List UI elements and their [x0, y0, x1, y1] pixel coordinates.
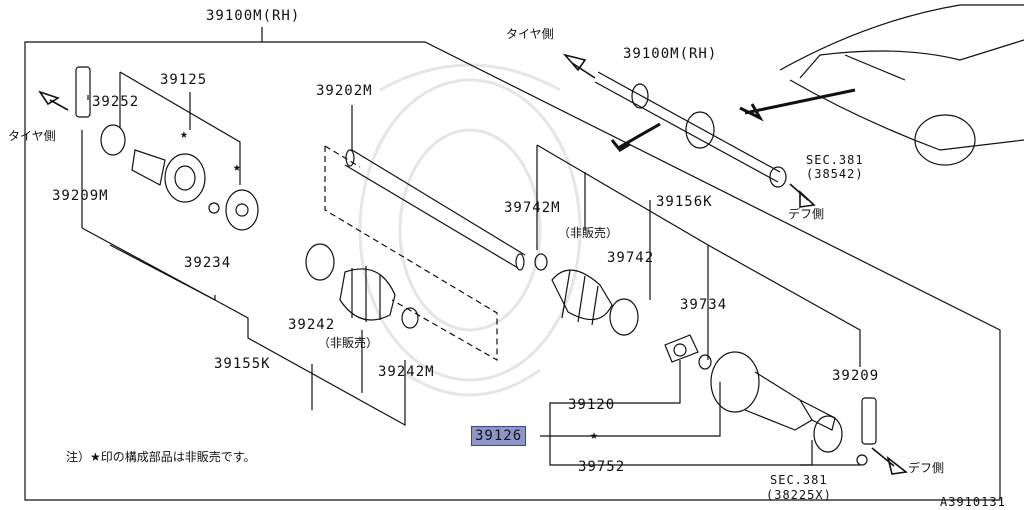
label-39120[interactable]: 39120 [568, 397, 616, 413]
label-tire-side-top: タイヤ側 [506, 27, 554, 41]
label-39742[interactable]: 39742 [607, 250, 655, 266]
inset-axle [594, 71, 787, 188]
star-marker-outer: ★ [180, 127, 189, 142]
footnote: 注）★印の構成部品は非販売です。 [66, 450, 256, 464]
label-not-sold-left: （非販売） [318, 336, 379, 350]
label-39155K[interactable]: 39155K [214, 356, 271, 372]
label-39252[interactable]: 39252 [92, 94, 140, 110]
label-not-sold-right: （非販売） [558, 226, 619, 240]
label-sec381-b-ref: (38225X) [766, 488, 832, 502]
label-39242M[interactable]: 39242M [378, 364, 435, 380]
label-39125[interactable]: 39125 [160, 72, 208, 88]
label-39126-highlighted[interactable]: 39126 [471, 426, 527, 446]
label-39202M[interactable]: 39202M [316, 83, 373, 99]
boot-band-39242 [305, 243, 335, 281]
seal-ring [813, 415, 843, 453]
clip-39742M [534, 253, 548, 271]
boot-band-39252 [100, 124, 126, 156]
car-sketch [779, 4, 1024, 166]
label-inset-assembly[interactable]: 39100M(RH) [623, 46, 718, 62]
label-sec381-b[interactable]: SEC.381 [770, 473, 828, 487]
label-39209[interactable]: 39209 [832, 368, 880, 384]
label-sec381-a[interactable]: SEC.381 [806, 153, 864, 167]
boot-inner [551, 269, 613, 326]
label-39752[interactable]: 39752 [578, 459, 626, 475]
star-marker-cage: ★ [233, 160, 242, 175]
label-diff-side-top: デフ側 [788, 207, 825, 221]
boot-band-39742 [609, 298, 639, 336]
label-diff-side-bottom: デフ側 [908, 461, 945, 475]
clip-39242M [401, 307, 419, 329]
label-sec381-a-ref: (38542) [806, 167, 864, 181]
label-39209M[interactable]: 39209M [52, 188, 109, 204]
spider-39120 [664, 334, 699, 363]
watermark-crest [358, 63, 582, 397]
frame-border [24, 27, 1001, 501]
drive-shaft-39202M [344, 105, 526, 271]
label-39242[interactable]: 39242 [288, 317, 336, 333]
diagram-code: A3910131 [940, 495, 1006, 509]
star-marker: ★ [590, 428, 599, 443]
outer-joint-part [131, 149, 206, 203]
circlip [698, 354, 712, 370]
inner-housing-39752 [710, 351, 836, 431]
label-top-assembly[interactable]: 39100M(RH) [206, 8, 301, 24]
dashed-group-frame [324, 145, 498, 362]
dust-cover-39209 [861, 397, 877, 445]
boot-outer [339, 266, 396, 322]
label-39734[interactable]: 39734 [680, 297, 728, 313]
ball-cage [225, 189, 259, 231]
arrow-to-inset [739, 88, 856, 122]
snap-ring-39234 [208, 202, 220, 214]
label-tire-side-left: タイヤ側 [8, 129, 56, 143]
label-39742M[interactable]: 39742M [504, 200, 561, 216]
tire-arrow-top [562, 53, 596, 79]
stub-shaft-left [75, 66, 91, 118]
o-ring [856, 454, 868, 466]
arrow-down-diagram [610, 122, 661, 152]
label-39234[interactable]: 39234 [184, 255, 232, 271]
label-39156K[interactable]: 39156K [656, 194, 713, 210]
